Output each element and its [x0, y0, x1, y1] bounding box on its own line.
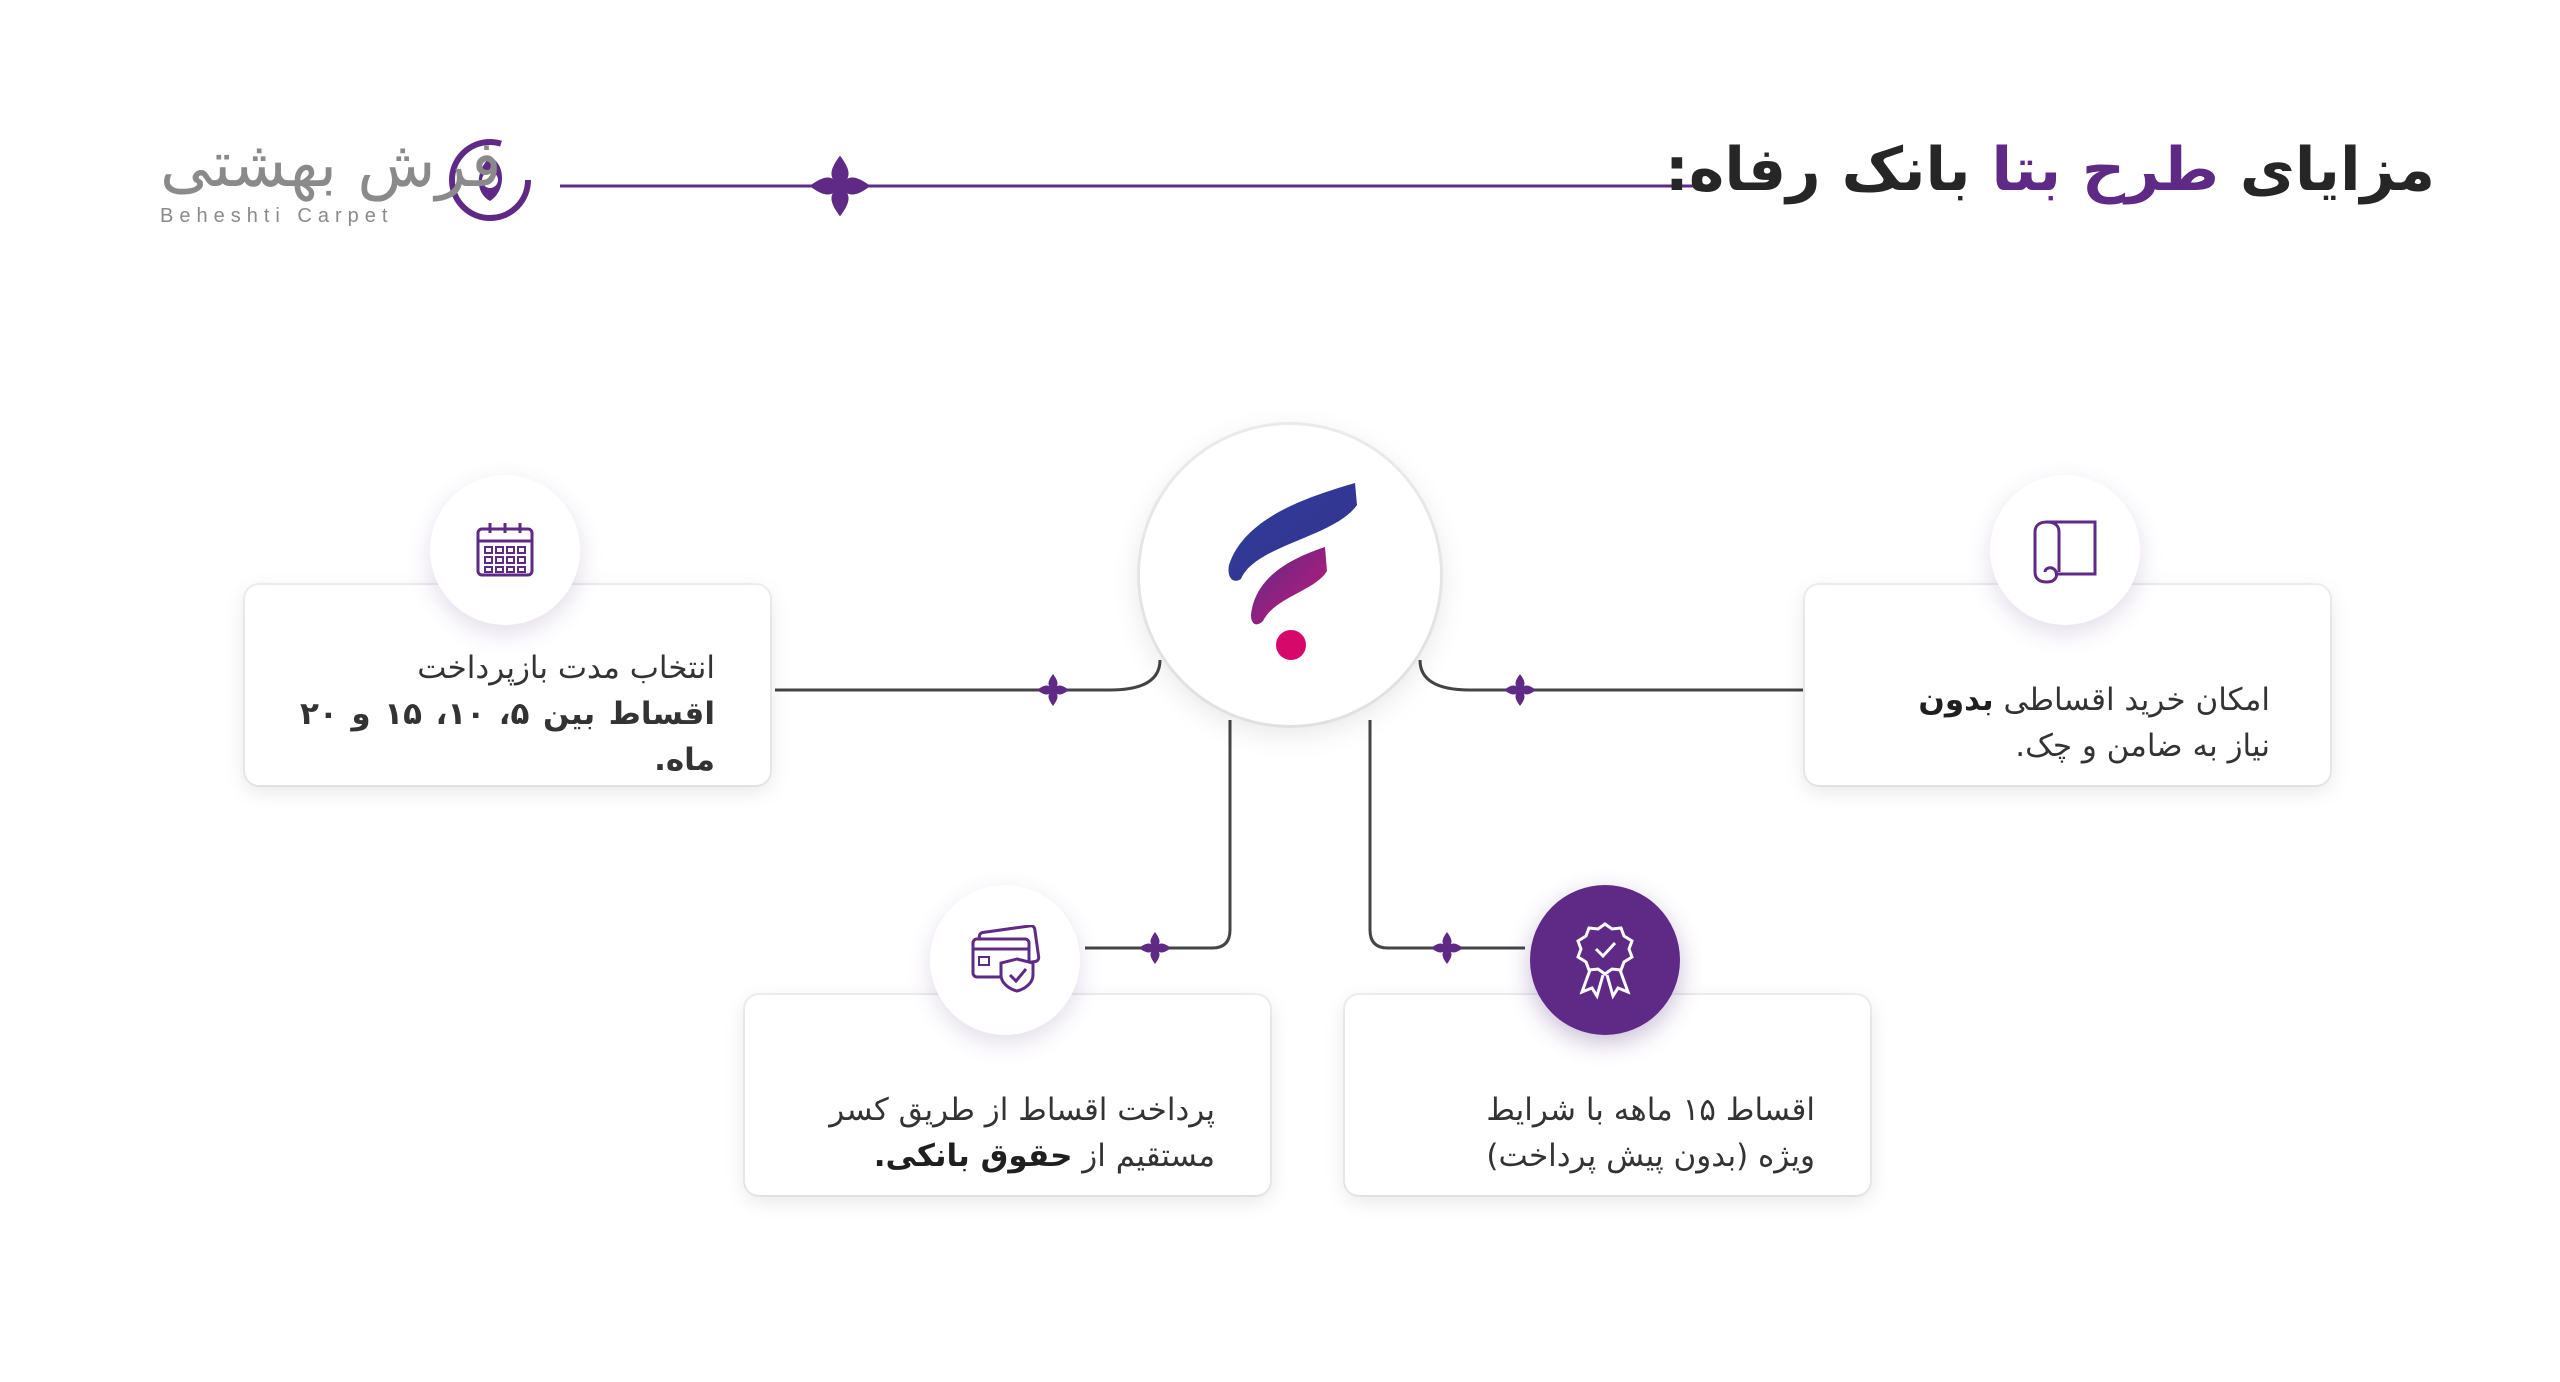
title-prefix: مزایای	[2239, 135, 2435, 205]
benefit-repayment-line2: اقساط بین ۵، ۱۰، ۱۵ و ۲۰ ماه.	[300, 696, 715, 778]
benefit-card-repayment: انتخاب مدت بازپرداخت اقساط بین ۵، ۱۰، ۱۵…	[245, 585, 770, 785]
benefit-repayment-text: انتخاب مدت بازپرداخت اقساط بین ۵، ۱۰، ۱۵…	[300, 645, 715, 783]
benefit-15-month-text: اقساط ۱۵ ماهه با شرایط ویژه (بدون پیش پر…	[1400, 1087, 1815, 1179]
benefit-15-month-line1: اقساط ۱۵ ماهه با شرایط	[1486, 1092, 1815, 1128]
logo-persian: فرش بهشتی	[160, 128, 502, 202]
center-bank-logo	[1140, 425, 1440, 725]
title-accent: طرح بتا	[1991, 135, 2220, 205]
benefit-salary-line1: پرداخت اقساط از طریق کسر	[829, 1092, 1215, 1128]
benefit-salary-text: پرداخت اقساط از طریق کسر مستقیم از حقوق …	[800, 1087, 1215, 1179]
benefit-salary-line2a: مستقیم از	[1082, 1138, 1215, 1174]
benefit-no-guarantor-line2: نیاز به ضامن و چک.	[2015, 728, 2270, 764]
card-icon-circle	[930, 885, 1080, 1035]
refah-bank-logo-icon	[1228, 483, 1357, 660]
award-icon-circle	[1530, 885, 1680, 1035]
title-suffix: بانک رفاه:	[1664, 135, 1971, 205]
logo-latin: Beheshti Carpet	[160, 205, 394, 227]
benefit-repayment-line1: انتخاب مدت بازپرداخت	[417, 650, 715, 686]
benefit-salary-line2b: حقوق بانکی.	[873, 1138, 1073, 1174]
carpet-icon-circle	[1990, 475, 2140, 625]
calendar-icon-circle	[430, 475, 580, 625]
brand-logo	[445, 135, 535, 229]
card-shield-icon	[971, 925, 1041, 993]
calendar-icon	[476, 523, 534, 577]
award-badge-icon	[1576, 922, 1634, 1000]
benefit-15-month-line2: ویژه (بدون پیش پرداخت)	[1486, 1138, 1815, 1174]
benefit-no-guarantor-line1b: بدون	[1918, 682, 1994, 718]
benefit-no-guarantor-text: امکان خرید اقساطی بدون نیاز به ضامن و چک…	[1865, 677, 2270, 769]
carpet-roll-icon	[2033, 520, 2097, 584]
brand-logo-icon	[449, 139, 531, 221]
benefit-no-guarantor-line1a: امکان خرید اقساطی	[2003, 682, 2270, 718]
page-title: مزایای طرح بتا بانک رفاه:	[1665, 135, 2435, 205]
